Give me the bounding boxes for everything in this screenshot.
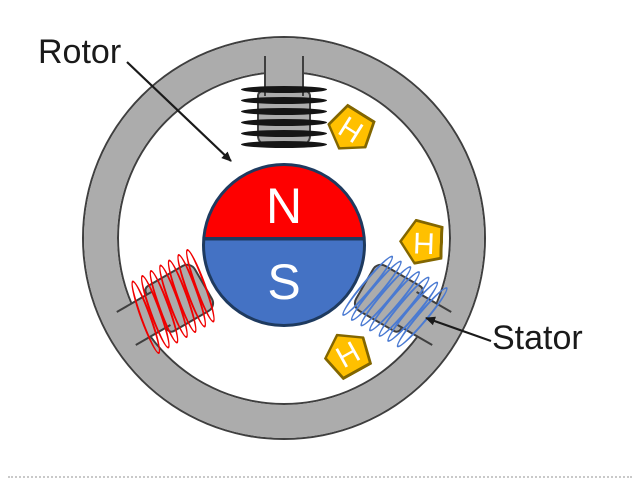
slide-bottom-border [8,476,632,478]
north-pole-label: N [265,178,303,234]
stator-label: Stator [492,319,583,357]
rotor-magnet: N S [202,163,366,327]
stator-tooth-top [239,38,329,168]
south-pole-label: S [267,254,301,310]
rotor-label: Rotor [38,33,122,71]
hall-sensor-right: H [398,218,444,266]
hall-sensor-label: H [412,225,436,260]
